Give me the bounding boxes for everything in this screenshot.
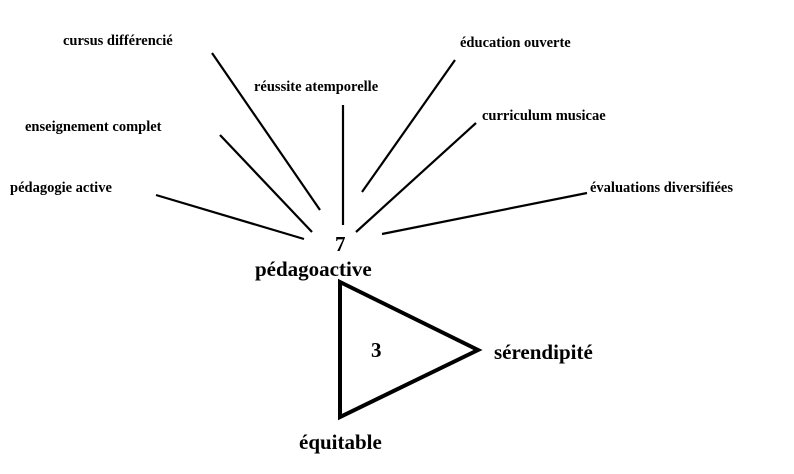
triangle-bottom-label: équitable xyxy=(299,430,382,454)
spoke-connectors xyxy=(155,52,588,241)
spoke-label-cursus-differencie: cursus différencié xyxy=(63,33,173,49)
spoke-label-evaluations-diversifiees: évaluations diversifiées xyxy=(590,180,733,196)
connector-pedagogie-active xyxy=(155,193,305,241)
hub-count: 7 xyxy=(335,232,346,256)
spoke-label-curriculum-musicae: curriculum musicae xyxy=(482,108,606,124)
connector-education-ouverte xyxy=(361,59,456,193)
spoke-label-education-ouverte: éducation ouverte xyxy=(460,35,571,51)
connector-enseignement-complet xyxy=(219,134,313,233)
spoke-label-enseignement-complet: enseignement complet xyxy=(25,119,162,135)
triangle-shape xyxy=(338,278,483,421)
connector-evaluations-diversifiees xyxy=(381,191,588,236)
spoke-label-reussite-atemporelle: réussite atemporelle xyxy=(254,79,379,95)
connector-curriculum-musicae xyxy=(355,122,477,233)
spoke-labels: cursus différencié réussite atemporelle … xyxy=(10,33,733,196)
hub-label: pédagoactive xyxy=(255,257,372,281)
triangle-right-label: sérendipité xyxy=(494,340,593,364)
connector-cursus-differencie xyxy=(211,52,321,211)
spoke-label-pedagogie-active: pédagogie active xyxy=(10,180,112,196)
triangle-count: 3 xyxy=(371,338,382,362)
